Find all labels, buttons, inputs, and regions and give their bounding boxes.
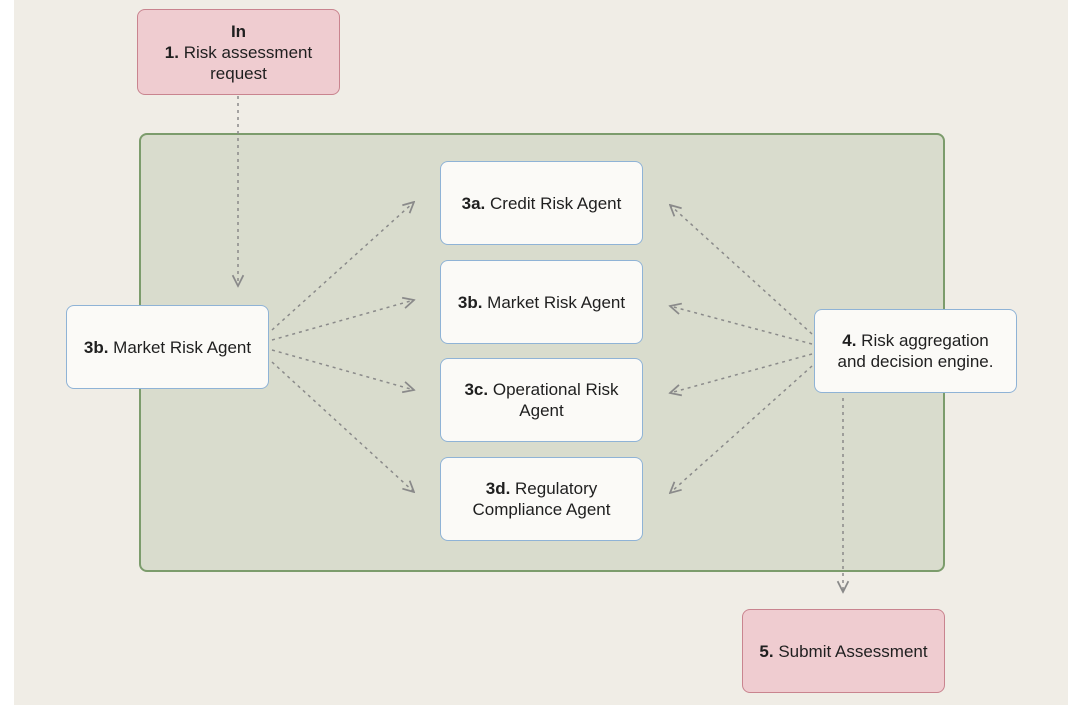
operational-label: Operational Risk Agent	[492, 380, 619, 420]
credit-step-number: 3a.	[461, 193, 486, 213]
orchestrator-step-number: 3b.	[83, 337, 109, 357]
input-node: In 1. Risk assessment request	[137, 9, 340, 95]
regulatory-compliance-agent-node: 3d. Regulatory Compliance Agent	[440, 457, 643, 541]
input-label: Risk assessment request	[183, 42, 313, 83]
aggregation-step-number: 4.	[842, 331, 857, 350]
operational-risk-agent-node: 3c. Operational Risk Agent	[440, 358, 643, 442]
submit-step-number: 5.	[759, 641, 774, 661]
regulatory-step-number: 3d.	[485, 479, 511, 498]
orchestrator-label: Market Risk Agent	[113, 337, 252, 357]
submit-assessment-node: 5. Submit Assessment	[742, 609, 945, 693]
aggregation-label: Risk aggregation and decision engine.	[837, 331, 994, 371]
operational-step-number: 3c.	[464, 380, 489, 399]
input-step-number: 1.	[164, 42, 179, 62]
input-tag: In	[230, 21, 247, 41]
market-label: Market Risk Agent	[487, 292, 626, 312]
regulatory-label: Regulatory Compliance Agent	[472, 479, 611, 519]
credit-label: Credit Risk Agent	[490, 193, 622, 213]
orchestrator-node: 3b. Market Risk Agent	[66, 305, 269, 389]
submit-label: Submit Assessment	[778, 641, 928, 661]
market-risk-agent-node: 3b. Market Risk Agent	[440, 260, 643, 344]
aggregation-engine-node: 4. Risk aggregation and decision engine.	[814, 309, 1017, 393]
market-step-number: 3b.	[457, 292, 483, 312]
credit-risk-agent-node: 3a. Credit Risk Agent	[440, 161, 643, 245]
